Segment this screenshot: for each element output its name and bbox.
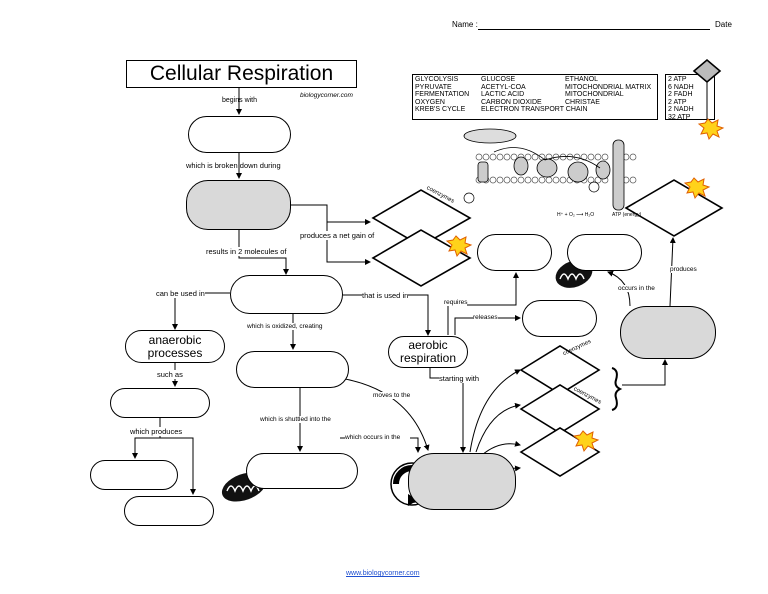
term: GLUCOSE bbox=[481, 76, 516, 83]
anaerobic-processes-box: anaerobic processes bbox=[125, 330, 225, 363]
term: OXYGEN bbox=[415, 98, 445, 106]
term-col-1: GLYCOLYSIS PYRUVATE FERMENTATION OXYGEN … bbox=[415, 76, 469, 114]
link-label: such as bbox=[157, 370, 183, 379]
arrow-to-etc bbox=[622, 359, 668, 386]
link-label: can be used in bbox=[156, 289, 205, 298]
link-label: which is broken down during bbox=[186, 161, 281, 170]
energy-burst-icon bbox=[697, 118, 725, 141]
term: LACTIC ACID bbox=[481, 91, 525, 99]
blank-fermentation[interactable] bbox=[110, 388, 210, 418]
term: ACETYL-COA bbox=[481, 83, 526, 91]
name-label: Name : bbox=[452, 20, 478, 29]
diamond-blank[interactable] bbox=[371, 229, 472, 287]
link-label: that is used in bbox=[362, 291, 409, 300]
link-label: requires bbox=[444, 299, 468, 306]
blank-glucose[interactable] bbox=[188, 116, 291, 153]
blank-product-2[interactable] bbox=[124, 496, 214, 526]
tally-item: 2 ATP bbox=[668, 98, 687, 106]
footer-link[interactable]: www.biologycorner.com bbox=[346, 570, 420, 577]
arrow-to-aerobic bbox=[343, 294, 431, 336]
link-label: produces a net gain of bbox=[300, 231, 375, 240]
term: MITOCHONDRIAL CHRISTAE bbox=[565, 91, 624, 106]
link-label: which is shuttled into the bbox=[260, 416, 331, 423]
arrow-to-product-1 bbox=[132, 418, 161, 459]
energy-tally: 2 ATP 6 NADH 2 FADH 2 ATP 2 NADH 32 ATP bbox=[665, 74, 715, 121]
blank-oxygen[interactable] bbox=[477, 234, 552, 271]
link-label: produces bbox=[670, 266, 697, 273]
membrane-equation: H⁺ + O₂ ⟶ H₂O bbox=[557, 212, 595, 218]
arrow-moves-to bbox=[339, 377, 430, 451]
diamond-key bbox=[692, 58, 722, 84]
arrow-occurs-in-2 bbox=[607, 270, 631, 307]
term-bank: GLYCOLYSIS PYRUVATE FERMENTATION OXYGEN … bbox=[412, 74, 658, 120]
arrow-to-diamond-1 bbox=[289, 204, 371, 225]
page-title: Cellular Respiration bbox=[126, 60, 357, 88]
term: PYRUVATE bbox=[415, 83, 452, 91]
arrow-krebs-3 bbox=[481, 440, 521, 456]
blank-christae[interactable] bbox=[567, 234, 642, 271]
blank-acetyl-coa[interactable] bbox=[236, 351, 349, 388]
term: ETHANOL bbox=[565, 76, 599, 83]
blank-krebs-cycle[interactable] bbox=[408, 453, 516, 510]
energy-burst-icon bbox=[572, 430, 600, 453]
term: GLYCOLYSIS bbox=[415, 76, 459, 83]
arrow-to-product-2 bbox=[160, 437, 196, 495]
link-label: results in 2 molecules of bbox=[206, 247, 287, 256]
arrow-occurs-in bbox=[410, 437, 421, 453]
energy-burst-icon bbox=[683, 177, 711, 200]
electron-transport-illustration bbox=[463, 128, 640, 211]
term: FERMENTATION bbox=[415, 91, 470, 99]
arrow-to-pyruvate bbox=[238, 230, 289, 275]
arrow-releases bbox=[454, 315, 521, 335]
diamond-blank[interactable] bbox=[624, 179, 724, 237]
link-label: releases bbox=[473, 314, 498, 321]
link-label: which occurs in the bbox=[345, 434, 401, 441]
link-label: occurs in the bbox=[618, 285, 655, 292]
tally-item: 6 NADH bbox=[668, 83, 694, 91]
arrow-to-anaerobic bbox=[172, 292, 230, 330]
term-col-2: GLUCOSE ACETYL-COA LACTIC ACID CARBON DI… bbox=[481, 76, 588, 114]
link-label: which produces bbox=[130, 427, 183, 436]
blank-etc[interactable] bbox=[620, 306, 716, 359]
diamond-blank[interactable] bbox=[519, 345, 601, 395]
tally-item: 2 NADH bbox=[668, 106, 694, 114]
blank-matrix[interactable] bbox=[246, 453, 358, 489]
name-line[interactable] bbox=[478, 29, 710, 30]
link-label: begins with bbox=[222, 97, 258, 104]
blank-product-1[interactable] bbox=[90, 460, 178, 490]
membrane-atp-label: ATP (energy) bbox=[612, 212, 642, 218]
date-label: Date bbox=[715, 20, 732, 29]
arrow-krebs-2 bbox=[475, 402, 521, 453]
arrow-to-diamond-2 bbox=[326, 222, 371, 265]
source-credit: biologycorner.com bbox=[300, 92, 353, 99]
tally-item: 2 FADH bbox=[668, 91, 693, 99]
blank-carbon-dioxide[interactable] bbox=[522, 300, 597, 337]
term: KREB'S CYCLE bbox=[415, 106, 466, 114]
term-col-3: ETHANOL MITOCHONDRIAL MATRIX MITOCHONDRI… bbox=[565, 76, 657, 106]
blank-glycolysis[interactable] bbox=[186, 180, 291, 230]
blank-pyruvate[interactable] bbox=[230, 275, 343, 314]
term: MITOCHONDRIAL MATRIX bbox=[565, 83, 652, 91]
diamond-blank[interactable] bbox=[519, 384, 601, 434]
term: CARBON DIOXIDE bbox=[481, 98, 542, 106]
diamond-blank[interactable] bbox=[371, 189, 472, 247]
tally-item: 32 ATP bbox=[668, 113, 691, 121]
energy-burst-icon bbox=[445, 235, 473, 258]
arrow-requires bbox=[447, 272, 519, 335]
arrow-krebs-1 bbox=[469, 369, 521, 453]
aerobic-respiration-box: aerobic respiration bbox=[388, 336, 468, 368]
tally-item: 2 ATP bbox=[668, 76, 687, 83]
link-label: starting with bbox=[439, 374, 480, 383]
term: ELECTRON TRANSPORT CHAIN bbox=[481, 106, 588, 114]
link-label: moves to the bbox=[373, 392, 411, 399]
link-label: which is oxidized, creating bbox=[247, 323, 323, 330]
brace bbox=[611, 367, 623, 411]
